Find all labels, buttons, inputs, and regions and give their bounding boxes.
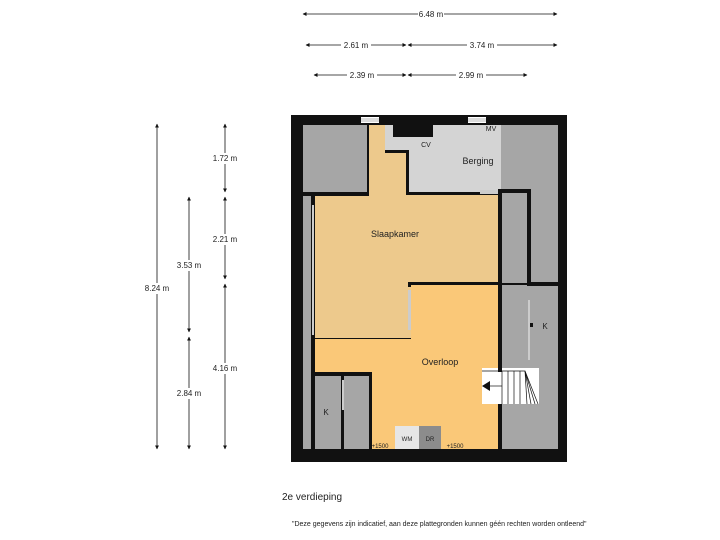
label-mv: MV	[486, 126, 497, 133]
door-handle	[530, 323, 533, 327]
dim-left-upper: 3.53 m	[177, 261, 202, 270]
label-k-left: K	[323, 408, 329, 417]
disclaimer: "Deze gegevens zijn indicatief, aan deze…	[292, 521, 587, 528]
overloop-area	[314, 284, 498, 449]
dim-left-lower: 2.84 m	[177, 389, 202, 398]
label-cv: CV	[421, 142, 431, 149]
label-height-right: +1500	[447, 444, 465, 450]
dim-inner-left: 2.39 m	[350, 71, 375, 80]
label-wm: WM	[402, 437, 413, 443]
stair-arrow-icon	[482, 381, 490, 391]
dim-mid-top: 1.72 m	[213, 154, 238, 163]
dimension-lines-vertical: 8.24 m 3.53 m 2.84 m 1.72 m 2.21 m 4.16 …	[143, 123, 240, 450]
label-dr: DR	[426, 437, 435, 443]
floor-label: 2e verdieping	[282, 492, 343, 503]
eave-top-left	[303, 125, 367, 193]
eave-left	[303, 195, 313, 449]
label-slaapkamer: Slaapkamer	[371, 229, 419, 239]
dim-top-left: 2.61 m	[344, 41, 369, 50]
wm-box	[395, 426, 419, 449]
dim-left-total: 8.24 m	[145, 284, 170, 293]
label-k-right: K	[542, 322, 548, 331]
dim-top-right: 3.74 m	[470, 41, 495, 50]
slaapkamer-area	[314, 125, 498, 338]
dim-mid-bottom: 4.16 m	[213, 364, 238, 373]
label-height-left: +1500	[372, 444, 390, 450]
openings	[312, 117, 530, 410]
dim-top-total: 6.48 m	[419, 10, 444, 19]
stair-steps	[482, 370, 539, 405]
dimension-lines-horizontal: 6.48 m 2.61 m 3.74 m 2.39 m 2.99 m	[302, 8, 558, 81]
dim-mid-middle: 2.21 m	[213, 235, 238, 244]
label-berging: Berging	[462, 156, 493, 166]
dim-inner-right: 2.99 m	[459, 71, 484, 80]
dr-box	[419, 426, 441, 449]
label-overloop: Overloop	[422, 357, 459, 367]
